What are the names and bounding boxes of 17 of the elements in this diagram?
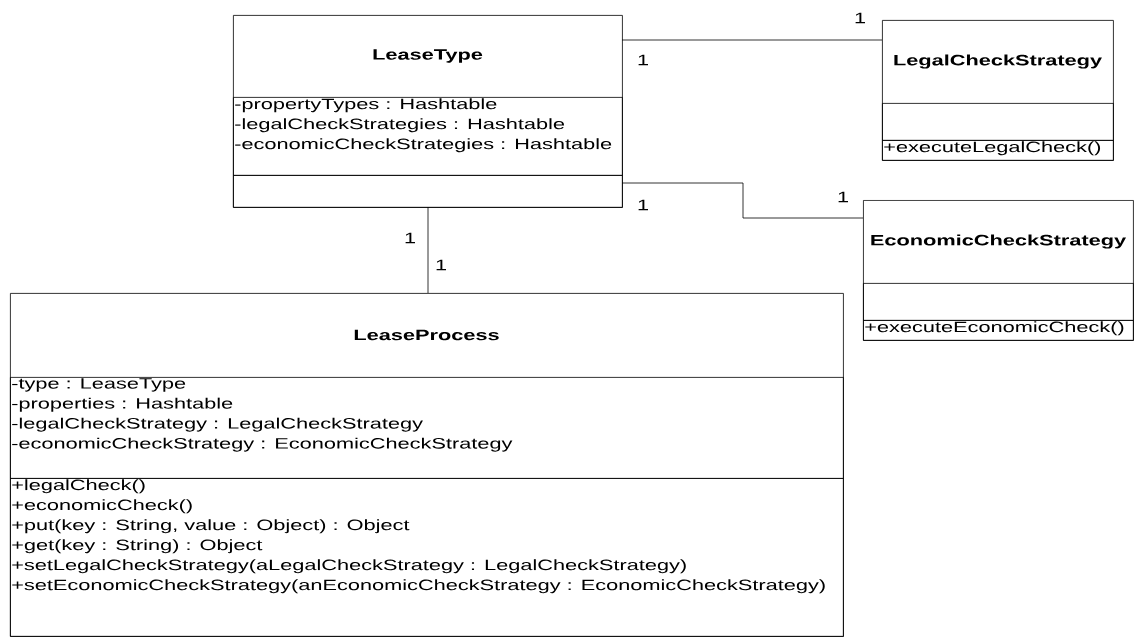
attribute-compartment: -type : LeaseType -properties : Hashtable -legalCheckStrategy : LegalCheckStrategy -economicCheckStrategy : EconomicCheckStrategy: [10, 377, 844, 479]
attribute-compartment: [882, 103, 1114, 141]
multiplicity-label: 1: [436, 259, 446, 271]
method-compartment: +legalCheck() +economicCheck() +put(key : String, value : Object) : Object +get(key : String) : Object +setLegalCheckStrategy(aLegalCheckStrategy : LegalCheckStrategy) +setEconomicCheckStrategy(anEconomicCheckStrategy : EconomicCheckStrategy): [10, 478, 844, 637]
association-line: [427, 206, 429, 294]
multiplicity-label: 1: [405, 232, 415, 244]
multiplicity-label: 1: [855, 12, 865, 24]
association-line: [621, 182, 864, 219]
multiplicity-label: 1: [638, 199, 648, 211]
association-line: [621, 39, 883, 41]
multiplicity-label: 1: [838, 191, 848, 203]
multiplicity-label: 1: [638, 54, 648, 66]
attribute-compartment: -propertyTypes : Hashtable -legalCheckStrategies : Hashtable -economicCheckStrategies : Hashtable: [233, 97, 623, 176]
method-compartment: +executeLegalCheck(): [882, 140, 1114, 161]
method-compartment: [233, 175, 623, 208]
method-compartment: +executeEconomicCheck(): [863, 320, 1134, 341]
attribute-compartment: [863, 283, 1134, 321]
